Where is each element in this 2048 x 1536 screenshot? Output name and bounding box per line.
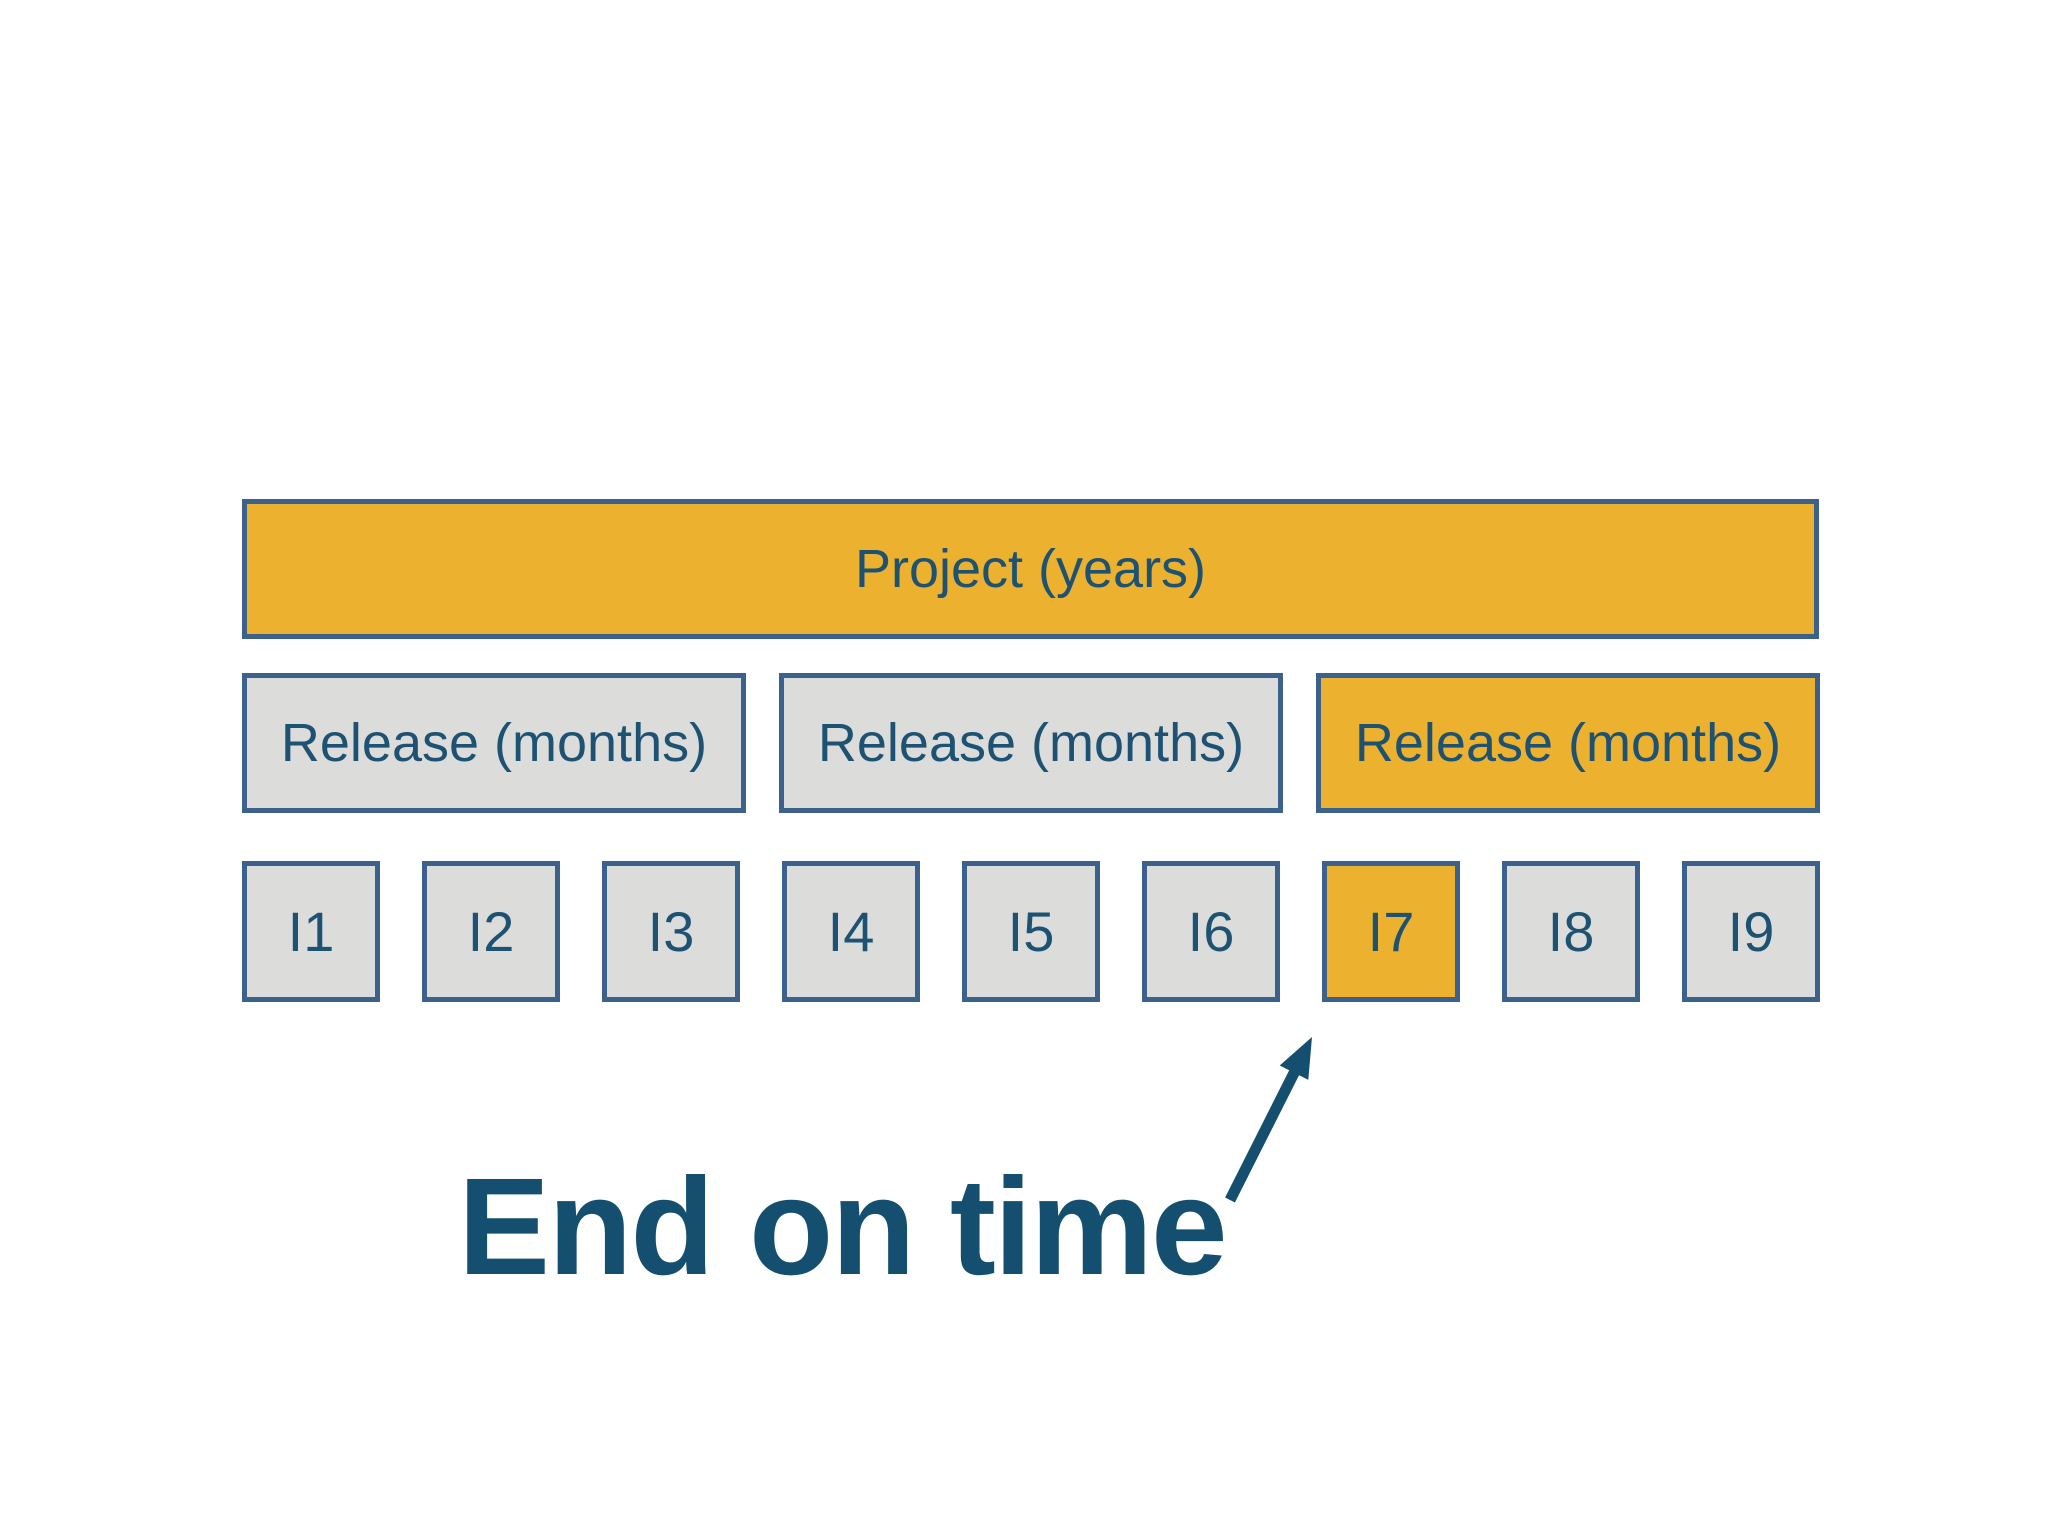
iteration-box-i6-label: I6 (1187, 900, 1235, 963)
iteration-box-i4-label: I4 (827, 900, 875, 963)
project-bar-label: Project (years) (854, 539, 1207, 599)
release-box-3: Release (months) (1316, 673, 1820, 813)
end-on-time-label: End on time (458, 1150, 1228, 1304)
iteration-box-i3-label: I3 (647, 900, 695, 963)
arrow-up-right-icon (1225, 1037, 1312, 1203)
release-box-3-label: Release (months) (1354, 713, 1782, 773)
iteration-box-i8: I8 (1502, 861, 1640, 1002)
iteration-box-i1-label: I1 (287, 900, 335, 963)
iteration-box-i7: I7 (1322, 861, 1460, 1002)
release-box-1-label: Release (months) (280, 713, 708, 773)
iteration-box-i2-label: I2 (467, 900, 515, 963)
iteration-box-i9-label: I9 (1727, 900, 1775, 963)
iteration-box-i6: I6 (1142, 861, 1280, 1002)
iteration-box-i7-label: I7 (1367, 900, 1415, 963)
iteration-box-i2: I2 (422, 861, 560, 1002)
release-box-1: Release (months) (242, 673, 746, 813)
iteration-box-i1: I1 (242, 861, 380, 1002)
iteration-box-i4: I4 (782, 861, 920, 1002)
release-box-2-label: Release (months) (817, 713, 1245, 773)
iteration-box-i5: I5 (962, 861, 1100, 1002)
iteration-box-i9: I9 (1682, 861, 1820, 1002)
project-bar: Project (years) (242, 499, 1819, 639)
release-box-2: Release (months) (779, 673, 1283, 813)
iteration-box-i3: I3 (602, 861, 740, 1002)
iteration-box-i8-label: I8 (1547, 900, 1595, 963)
iteration-box-i5-label: I5 (1007, 900, 1055, 963)
